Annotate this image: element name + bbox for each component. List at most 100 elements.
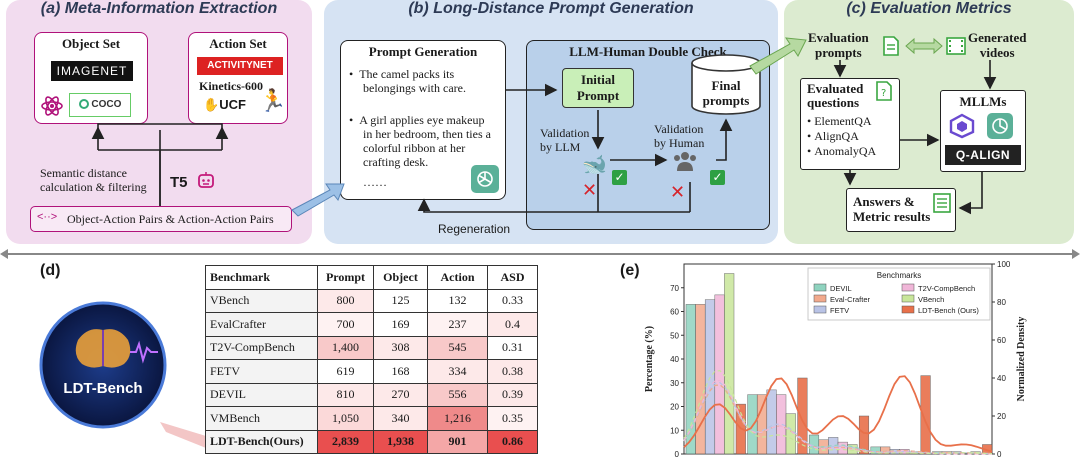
legend-swatch — [901, 294, 915, 303]
action-set-title: Action Set — [209, 36, 267, 51]
initial-prompt-line-1: Initial — [581, 72, 615, 87]
bar — [920, 375, 931, 455]
human-group-icon — [672, 150, 698, 172]
col-object: Object — [373, 265, 428, 290]
kinetics-label: Kinetics-600 — [199, 79, 263, 93]
mllms-box: MLLMs Q-ALIGN — [940, 90, 1026, 172]
prompt-generation-box: Prompt Generation • The camel packs its … — [340, 40, 506, 200]
pairs-text: Object-Action Pairs & Action-Action Pair… — [67, 212, 274, 226]
y-tick-label: 70 — [670, 284, 679, 293]
answers-box: Answers & Metric results — [846, 188, 956, 232]
bar — [766, 389, 777, 455]
activitynet-logo: ACTIVITYNET — [197, 57, 283, 75]
col-prompt: Prompt — [317, 265, 374, 290]
y-tick-label: 20 — [670, 403, 679, 412]
action-set-box: Action Set ACTIVITYNET Kinetics-600 ✋UCF… — [188, 32, 288, 124]
y2-tick-label: 100 — [997, 260, 1011, 269]
bar — [747, 394, 758, 455]
table-row-ours: LDT-Bench(Ours) 2,839 1,938 901 0.86 — [205, 429, 538, 454]
panel-c-title: (c) Evaluation Metrics — [846, 0, 1012, 17]
llm-cross-icon: ✕ — [582, 180, 598, 201]
legend-entry: VBench — [918, 295, 944, 304]
y2-tick-label: 80 — [997, 298, 1006, 307]
table-row: T2V-CompBench 1,400 308 545 0.31 — [205, 335, 538, 360]
llm-check-icon: ✓ — [612, 170, 627, 185]
legend-swatch — [901, 283, 915, 292]
t5-label: T5 — [170, 174, 188, 191]
svg-text:?: ? — [881, 88, 886, 99]
density-curve — [683, 384, 993, 455]
generated-videos-label: Generated videos — [968, 30, 1027, 60]
table-row: DEVIL 810 270 556 0.39 — [205, 382, 538, 407]
ucf-text: UCF — [219, 97, 246, 112]
panel-a-title: (a) Meta-Information Extraction — [40, 0, 278, 17]
ucf-logo: ✋UCF — [203, 97, 246, 113]
question-doc-icon: ? — [875, 81, 893, 101]
regeneration-label: Regeneration — [438, 222, 511, 236]
document-icon — [882, 36, 900, 56]
semantic-line-2: calculation & filtering — [40, 180, 147, 194]
initial-prompt-line-2: Prompt — [576, 88, 620, 103]
validation-human-label: Validation by Human — [654, 122, 705, 150]
legend-entry: DEVIL — [830, 284, 852, 293]
density-curve — [683, 370, 993, 455]
coco-circle-icon — [78, 99, 89, 110]
llm-whale-icon: 🐋 — [582, 152, 607, 176]
object-set-title: Object Set — [61, 36, 121, 51]
legend-title: Benchmarks — [877, 271, 921, 280]
film-icon — [946, 36, 966, 56]
legend-entry: Eval-Crafter — [830, 295, 871, 304]
double-check-title: LLM-Human Double Check — [569, 44, 727, 59]
react-atom-icon — [41, 95, 63, 117]
y2-tick-label: 40 — [997, 374, 1006, 383]
legend-box — [807, 267, 991, 321]
list-icon — [933, 193, 951, 213]
table-header-row: Benchmark Prompt Object Action ASD — [205, 265, 538, 290]
legend-swatch — [813, 305, 827, 314]
hand-icon: ✋ — [203, 97, 220, 112]
bar — [797, 377, 808, 455]
imagenet-logo: IMAGENET — [51, 61, 133, 81]
y-tick-label: 40 — [670, 355, 679, 364]
logo-pointer — [160, 420, 206, 448]
legend-entry: LDT-Bench (Ours) — [918, 306, 979, 315]
evaluated-line-1: Evaluated — [807, 81, 864, 96]
y2-axis-label: Normalized Density — [1016, 317, 1027, 402]
y-tick-label: 60 — [670, 308, 679, 317]
running-person-icon: 🏃 — [259, 89, 287, 114]
validation-llm-label: Validation by LLM — [540, 126, 590, 154]
legend-entry: T2V-CompBench — [918, 284, 975, 293]
table-row: VMBench 1,050 340 1,216 0.35 — [205, 406, 538, 431]
col-action: Action — [427, 265, 488, 290]
ldt-bench-logo-text: LDT-Bench — [63, 380, 143, 397]
final-prompts-line-1: Final — [711, 78, 741, 93]
legend-swatch — [813, 283, 827, 292]
y-axis-label: Percentage (%) — [644, 326, 655, 392]
object-set-box: Object Set IMAGENET COCO — [34, 32, 148, 124]
y-tick-label: 50 — [670, 331, 679, 340]
bar — [724, 273, 735, 455]
answers-line-2: Metric results — [853, 209, 931, 224]
pairs-box: <··> Object-Action Pairs & Action-Action… — [30, 206, 292, 232]
prompt-ellipsis: …… — [363, 175, 387, 189]
table-row: FETV 619 168 334 0.38 — [205, 359, 538, 384]
initial-prompt-bubble: Initial Prompt — [562, 68, 634, 108]
prompt-bullet-1: • The camel packs its belongings with ca… — [349, 67, 466, 95]
chatgpt-icon — [471, 165, 499, 193]
ldt-bench-logo: LDT-Bench — [38, 300, 168, 430]
legend-swatch — [813, 294, 827, 303]
human-cross-icon: ✕ — [670, 182, 686, 203]
y-tick-label: 10 — [670, 426, 679, 435]
panel-b-title: (b) Long-Distance Prompt Generation — [408, 0, 694, 17]
panel-e-title: (e) — [620, 262, 640, 279]
panel-d-title: (d) — [40, 262, 61, 279]
bar — [858, 415, 870, 455]
table-row: VBench 800 125 132 0.33 — [205, 288, 538, 313]
human-check-icon: ✓ — [710, 170, 725, 185]
mllms-title: MLLMs — [959, 94, 1007, 109]
legend-entry: FETV — [830, 306, 849, 315]
evaluated-questions-box: Evaluated questions ? • ElementQA • Alig… — [800, 78, 900, 170]
benchmark-table: Benchmark Prompt Object Action ASD VBenc… — [205, 265, 538, 454]
coco-text: COCO — [91, 99, 122, 110]
